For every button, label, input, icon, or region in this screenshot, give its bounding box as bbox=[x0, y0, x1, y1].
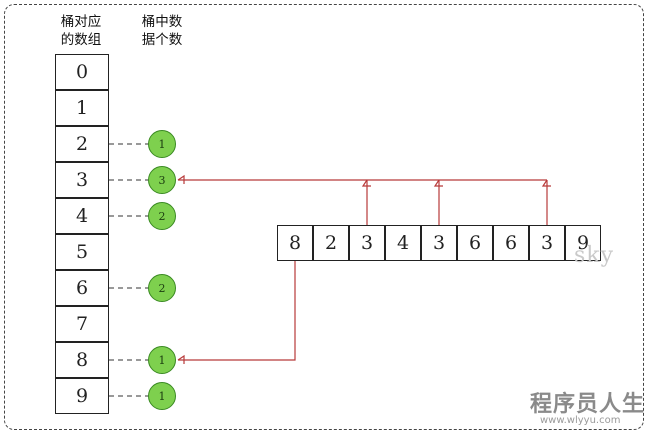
count-circle-bucket-2: 1 bbox=[148, 130, 176, 158]
bucket-cell-6: 6 bbox=[55, 270, 109, 306]
arrowhead-up-2 bbox=[361, 179, 371, 187]
bucket-cell-4: 4 bbox=[55, 198, 109, 234]
count-circle-bucket-6: 2 bbox=[148, 274, 176, 302]
bucket-cell-2: 2 bbox=[55, 126, 109, 162]
bucket-cell-3: 3 bbox=[55, 162, 109, 198]
arrowhead-up-7 bbox=[541, 179, 551, 187]
count-column-header: 桶中数 据个数 bbox=[141, 14, 183, 48]
input-cell-1: 2 bbox=[313, 225, 349, 261]
bucket-cell-0: 0 bbox=[55, 54, 109, 90]
bucket-cell-1: 1 bbox=[55, 90, 109, 126]
bucket-cell-8: 8 bbox=[55, 342, 109, 378]
arrow-drop-0 bbox=[178, 261, 296, 361]
bucket-cell-5: 5 bbox=[55, 234, 109, 270]
arrowhead-up-4 bbox=[433, 179, 443, 187]
count-circle-bucket-3: 3 bbox=[148, 166, 176, 194]
input-cell-7: 3 bbox=[529, 225, 565, 261]
count-circle-bucket-8: 1 bbox=[148, 346, 176, 374]
arrowhead-bucket-8 bbox=[177, 354, 185, 364]
input-cell-5: 6 bbox=[457, 225, 493, 261]
input-cell-6: 6 bbox=[493, 225, 529, 261]
dashed-frame bbox=[4, 4, 644, 430]
bucket-cell-9: 9 bbox=[55, 378, 109, 414]
watermark-sky: sky bbox=[574, 243, 615, 268]
bucket-column-header: 桶对应 的数组 bbox=[60, 14, 102, 48]
input-cell-8: 9 bbox=[565, 225, 601, 261]
input-cell-0: 8 bbox=[277, 225, 313, 261]
arrowhead-bucket-3 bbox=[177, 174, 185, 184]
input-cell-2: 3 bbox=[349, 225, 385, 261]
watermark-site-url: www.wlyyu.com bbox=[540, 415, 621, 426]
count-circle-bucket-4: 2 bbox=[148, 202, 176, 230]
count-circle-bucket-9: 1 bbox=[148, 382, 176, 410]
input-cell-3: 4 bbox=[385, 225, 421, 261]
input-cell-4: 3 bbox=[421, 225, 457, 261]
watermark-site-name: 程序员人生 bbox=[530, 392, 646, 417]
bucket-cell-7: 7 bbox=[55, 306, 109, 342]
